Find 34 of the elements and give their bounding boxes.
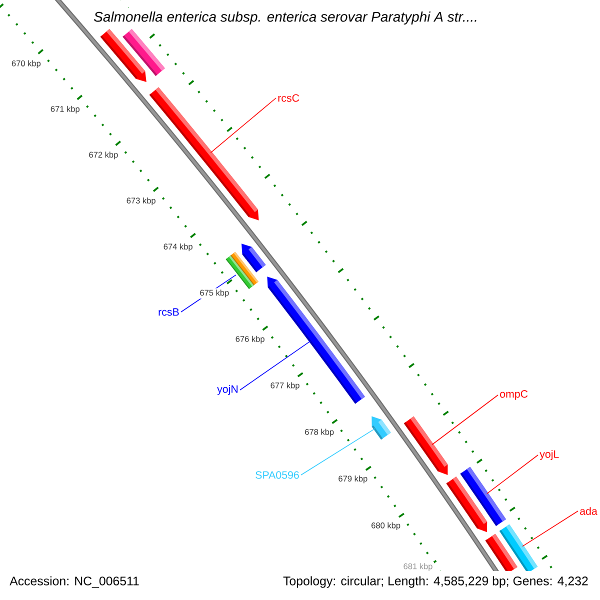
tick-label: 681 kbp <box>402 562 434 572</box>
tick-label: 670 kbp <box>10 58 42 70</box>
title: Salmonella enterica subsp. enterica serovar Paratyphi A str.... <box>88 7 484 29</box>
leader-line <box>522 510 578 547</box>
leader-line <box>486 454 538 494</box>
leader-line <box>300 428 376 476</box>
gene-label: SPA0596 <box>256 471 299 479</box>
genome-info-text: Topology: circular; Length: 4,585,229 bp; Genes: 4,232 <box>283 576 588 588</box>
tick-label: 676 kbp <box>234 334 266 345</box>
gene-block <box>226 256 254 290</box>
gene-block <box>499 524 538 571</box>
tick-label: 675 kbp <box>198 288 230 299</box>
gene-label: rcsC <box>278 94 300 102</box>
gene-label: yojL <box>540 450 559 460</box>
leader-line <box>240 340 311 390</box>
gene-label: rcsB <box>158 308 179 316</box>
gene-label: ompC <box>500 390 528 400</box>
tick-label: 678 kbp <box>303 427 336 438</box>
tick-label: 677 kbp <box>269 380 302 392</box>
leader-line <box>210 98 276 154</box>
gene-label: yojN <box>217 385 238 395</box>
tick-label: 674 kbp <box>162 242 194 252</box>
tick-label: 679 kbp <box>336 474 369 485</box>
gene-segment <box>404 416 448 475</box>
gene-block <box>460 466 506 526</box>
gene-block <box>122 29 165 76</box>
tick-label: 672 kbp <box>87 150 120 161</box>
tick-label: 680 kbp <box>370 520 402 532</box>
tick-label: 671 kbp <box>49 104 82 115</box>
gene-segment <box>372 416 391 440</box>
gene-label: ada <box>580 507 598 515</box>
leader-line <box>432 394 498 446</box>
accession-text: Accession: NC_006511 <box>10 576 139 588</box>
tick-label: 673 kbp <box>125 196 158 206</box>
